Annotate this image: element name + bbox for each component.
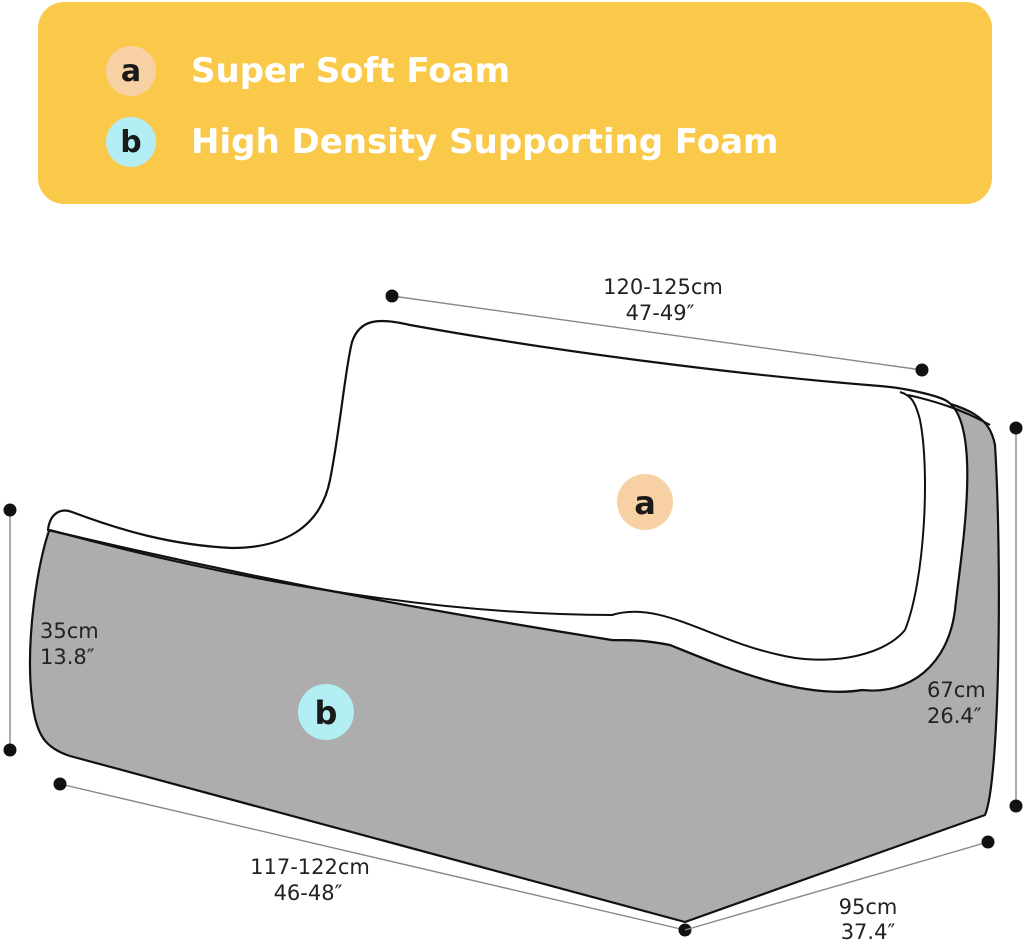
- legend-label-a: Super Soft Foam: [191, 51, 510, 91]
- legend-item-a: a Super Soft Foam: [106, 46, 510, 96]
- badge-a: a: [106, 46, 156, 96]
- badge-b: b: [106, 117, 156, 167]
- dimension-depth: [684, 835, 995, 931]
- legend-item-b: b High Density Supporting Foam: [106, 117, 778, 167]
- depth-inch-label: 37.4″: [841, 920, 896, 943]
- legend-panel: a Super Soft Foam b High Density Support…: [38, 2, 992, 204]
- width-front-cm-label: 117-122cm: [250, 855, 370, 879]
- legend-label-b: High Density Supporting Foam: [191, 122, 779, 162]
- width-back-cm-label: 120-125cm: [603, 275, 723, 299]
- dimension-height-front: [3, 503, 17, 757]
- dimension-width-back: [385, 289, 929, 377]
- marker-a: a: [617, 474, 673, 530]
- width-back-inch-label: 47-49″: [626, 301, 695, 325]
- height-back-cm-label: 67cm: [927, 678, 986, 702]
- back-top-edge-line: [907, 394, 991, 426]
- height-front-cm-label: 35cm: [40, 619, 99, 643]
- top-foam-shape: [46, 319, 969, 693]
- height-back-inch-label: 26.4″: [927, 704, 982, 728]
- dimension-height-back: [1009, 421, 1023, 813]
- backrest-side-line: [899, 391, 926, 631]
- width-front-inch-label: 46-48″: [274, 881, 343, 905]
- depth-cm-label: 95cm: [839, 895, 898, 919]
- marker-b: b: [298, 684, 354, 740]
- marker-a-label: a: [634, 484, 656, 522]
- seat-front-edge-line: [49, 529, 906, 661]
- height-front-inch-label: 13.8″: [40, 645, 95, 669]
- marker-b-label: b: [315, 694, 338, 732]
